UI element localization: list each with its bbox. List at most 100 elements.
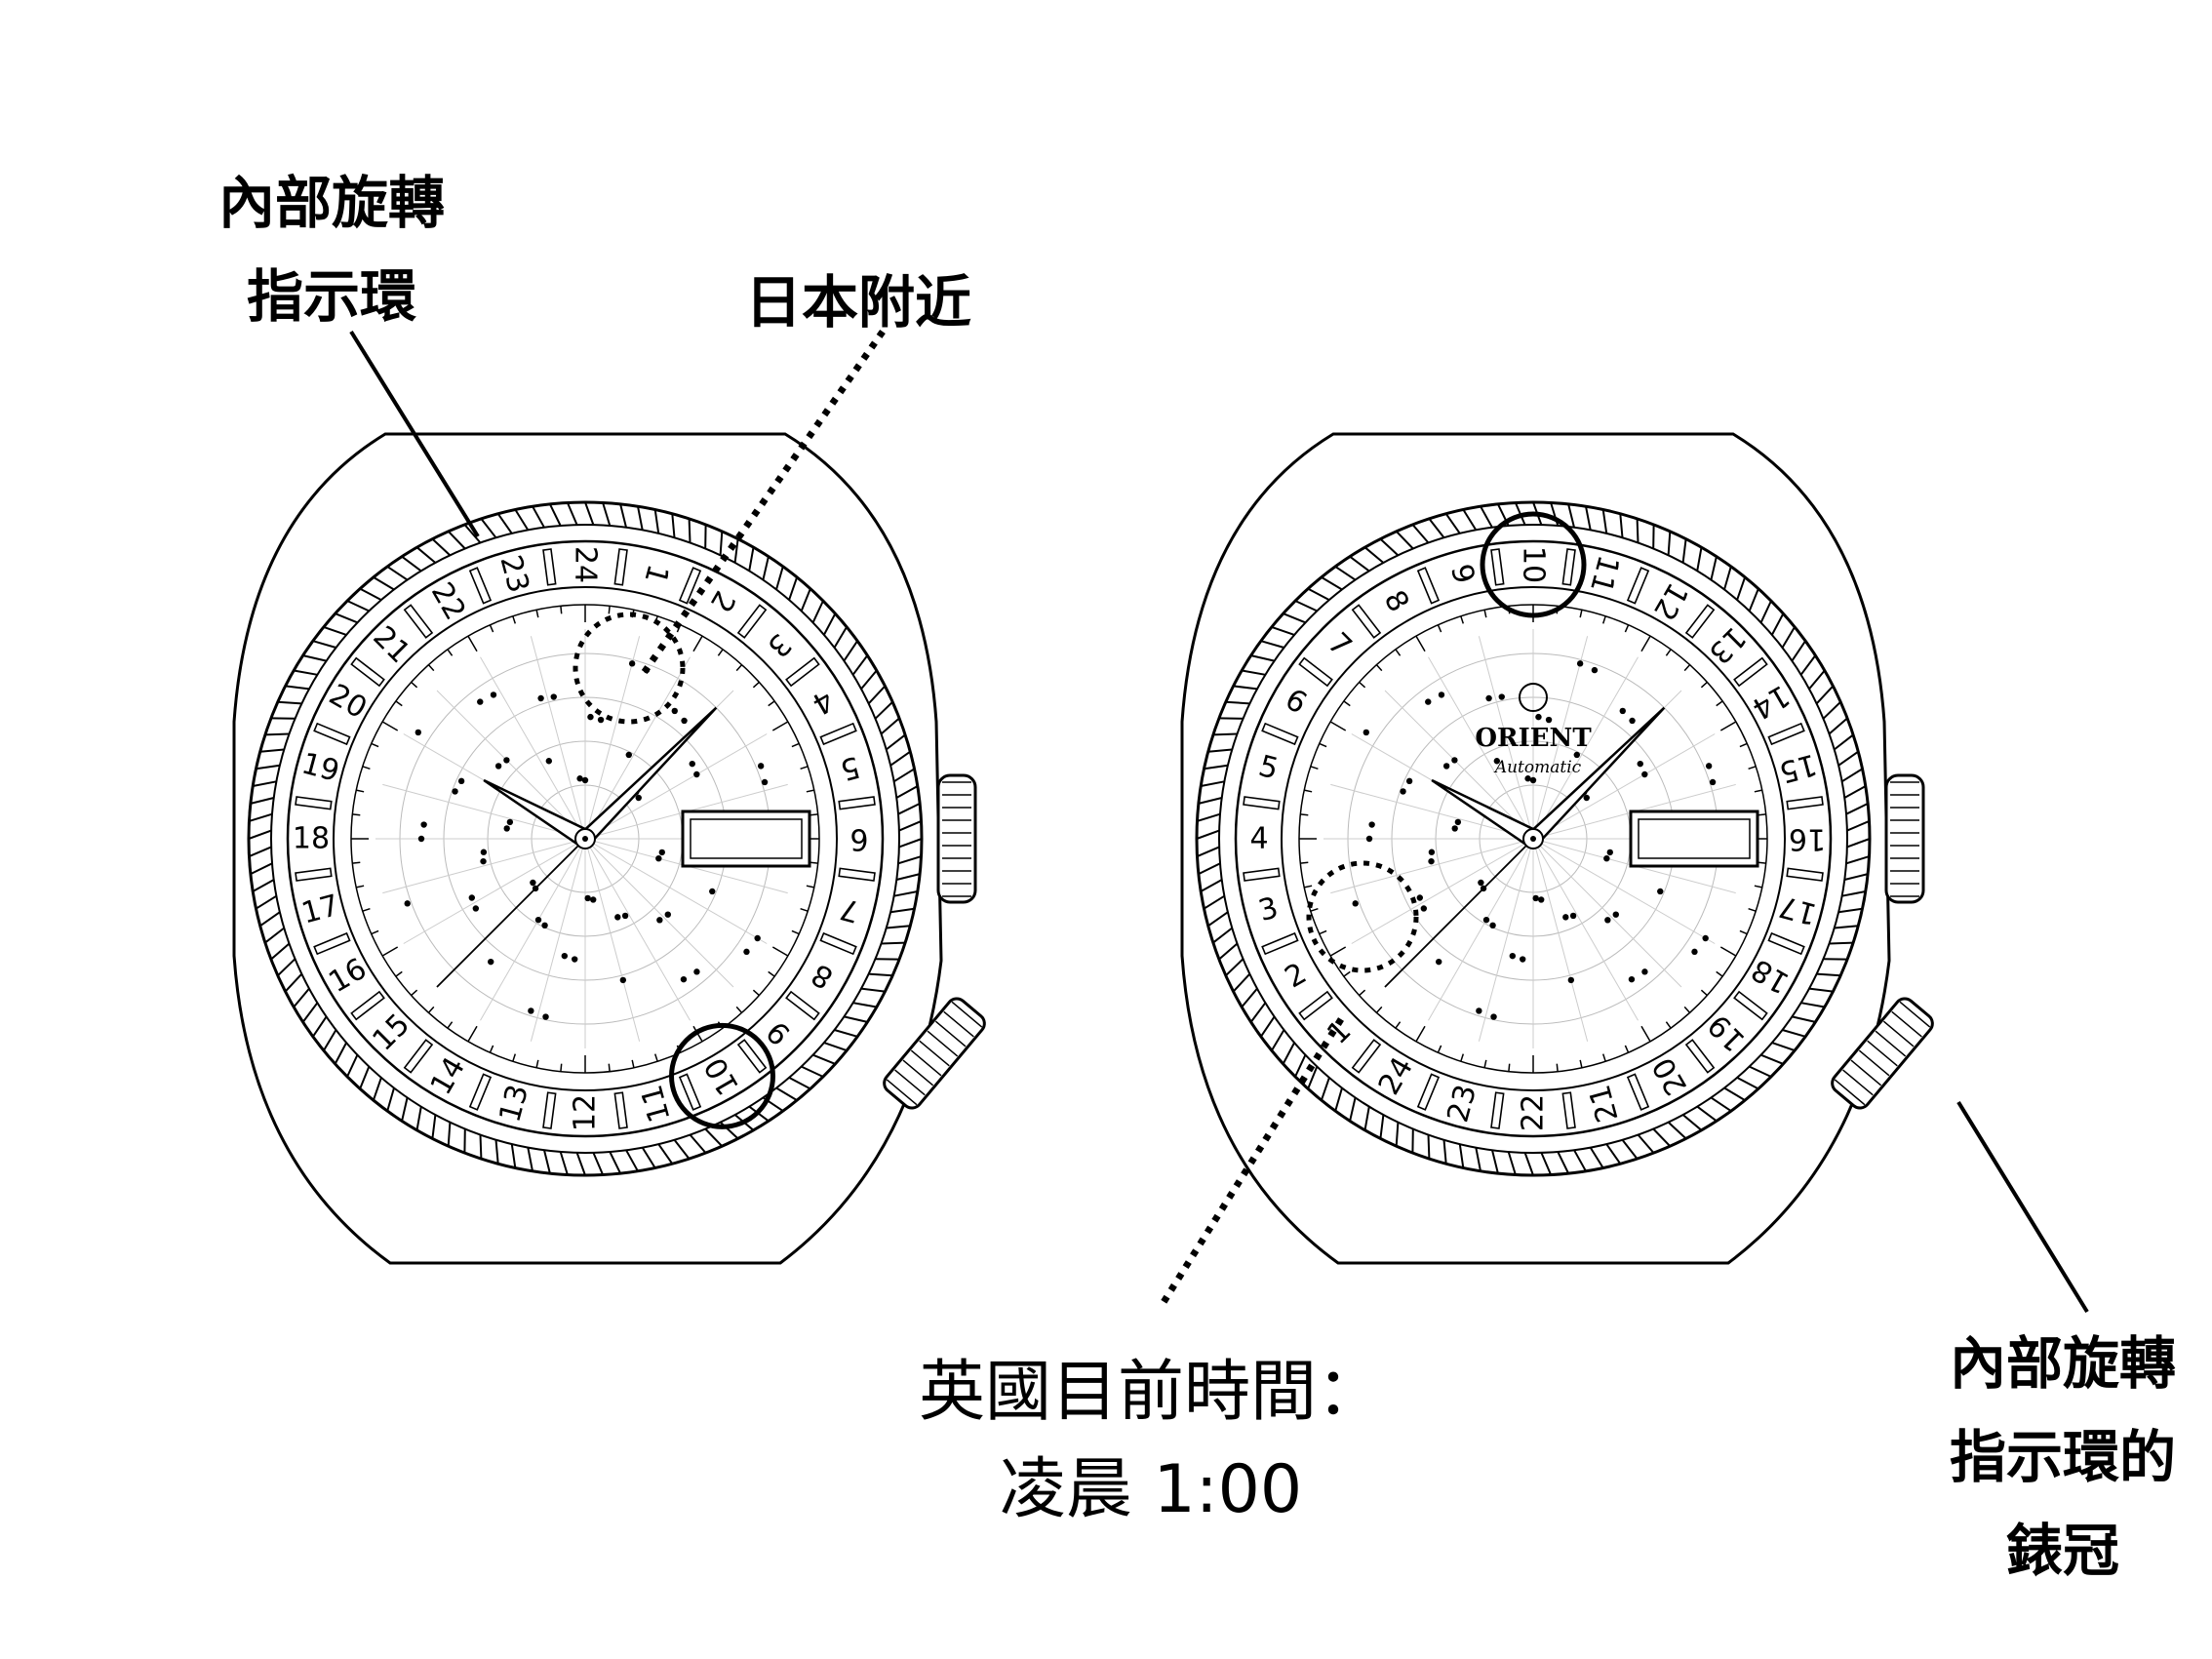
leader-inner-ring xyxy=(349,330,480,538)
leader-uk-time-dotted xyxy=(1158,1017,1344,1309)
city-dot xyxy=(1641,968,1648,975)
city-dot xyxy=(754,934,761,942)
ring-hour-marker xyxy=(736,604,768,639)
ring-hour-number: 21 xyxy=(1583,1081,1626,1126)
label-japan-text: 日本附近 xyxy=(744,269,971,336)
city-dot xyxy=(545,758,553,765)
city-dot xyxy=(452,788,458,795)
ring-hour-marker xyxy=(1351,604,1382,639)
ring-hour-marker xyxy=(295,796,333,810)
city-dot xyxy=(1628,975,1636,983)
inner-crown-knurl xyxy=(902,1059,934,1086)
inner-crown-knurl xyxy=(919,1040,950,1067)
city-dot xyxy=(689,760,695,768)
city-dot xyxy=(1591,666,1599,674)
inner-crown-knurl xyxy=(910,1049,942,1077)
city-dot xyxy=(1702,934,1709,942)
ring-hour-marker xyxy=(1561,548,1576,586)
city-dot xyxy=(1363,729,1369,736)
city-dot xyxy=(417,835,425,843)
ring-hour-number: 17 xyxy=(1775,889,1820,931)
city-dot xyxy=(1573,751,1580,759)
ring-hour-marker xyxy=(350,990,385,1021)
ring-hour-number: 10 xyxy=(1517,546,1551,583)
city-dot xyxy=(1420,905,1428,912)
ring-hour-marker xyxy=(1351,1039,1382,1074)
city-dot xyxy=(621,912,629,920)
ring-hour-marker xyxy=(613,1091,628,1129)
city-dot xyxy=(655,854,662,862)
ring-hour-marker xyxy=(1243,796,1281,810)
leader-japan-dotted xyxy=(641,329,886,676)
second-hand xyxy=(436,838,586,988)
city-dot xyxy=(477,698,484,705)
city-dot xyxy=(1451,757,1458,764)
city-dot xyxy=(1603,854,1610,862)
ring-hour-marker xyxy=(819,722,857,746)
ring-hour-number: 4 xyxy=(1249,822,1268,856)
minute-ticks xyxy=(351,605,819,1073)
ring-hour-number: 7 xyxy=(1321,626,1358,663)
inner-crown-knurl xyxy=(1875,1030,1907,1057)
ring-hour-marker xyxy=(1684,604,1716,639)
ring-hour-marker xyxy=(838,796,876,810)
ring-hour-marker xyxy=(613,548,628,586)
ring-hour-number: 6 xyxy=(1280,683,1313,722)
ring-hour-marker xyxy=(403,604,434,639)
city-dot xyxy=(541,922,548,929)
ring-hour-marker xyxy=(1767,722,1805,746)
inner-crown-knurl xyxy=(1882,1020,1915,1047)
label-near-japan: 日本附近 xyxy=(712,256,1005,349)
city-dot xyxy=(1606,849,1613,856)
highlight-circle xyxy=(669,1022,775,1129)
ring-hour-marker xyxy=(1416,1073,1441,1111)
city-dot xyxy=(625,751,632,759)
leader-lines xyxy=(349,329,2089,1314)
city-dot xyxy=(1519,956,1526,963)
ring-hour-number: 7 xyxy=(837,890,864,928)
ring-hour-number: 15 xyxy=(1775,746,1820,789)
city-dot xyxy=(597,716,605,724)
minute-ticks xyxy=(1299,605,1767,1073)
ring-hour-number: 13 xyxy=(1702,619,1753,670)
ring-hour-marker xyxy=(736,1039,768,1074)
city-dot xyxy=(664,911,671,918)
inner-crown-knurl xyxy=(886,1079,918,1106)
city-dot xyxy=(680,975,688,983)
label-inner-rotating-ring: 內部旋轉 指示環 xyxy=(185,156,478,343)
ring-hour-marker xyxy=(403,1039,434,1074)
inner-crown-knurl xyxy=(1891,1010,1922,1038)
city-dot xyxy=(537,694,544,702)
inner-ring-outer xyxy=(286,539,885,1138)
city-dot xyxy=(457,777,465,785)
city-dot xyxy=(1352,900,1359,907)
ring-hour-marker xyxy=(1261,931,1299,956)
city-dot xyxy=(1532,894,1539,902)
ring-hour-marker xyxy=(1733,656,1768,688)
city-dot xyxy=(1498,693,1505,700)
city-dot xyxy=(635,794,642,802)
city-dot xyxy=(530,879,536,887)
ring-hour-marker xyxy=(295,867,333,882)
brand-crest-icon xyxy=(1519,683,1548,712)
ring-hour-marker xyxy=(350,656,385,688)
ring-hour-number: 13 xyxy=(493,1081,535,1126)
city-dot xyxy=(1489,922,1496,929)
bezel-serrations xyxy=(248,501,923,1176)
city-dot xyxy=(1405,777,1413,785)
city-dot xyxy=(561,952,569,960)
inner-ring-crown xyxy=(1831,997,1934,1110)
inner-crown-knurl xyxy=(934,1020,967,1047)
ring-hour-number: 23 xyxy=(1441,1081,1483,1126)
city-dot xyxy=(542,1013,549,1020)
ring-hour-number: 11 xyxy=(1583,552,1626,597)
ring-hour-number: 5 xyxy=(1255,749,1283,787)
ring-hour-marker xyxy=(1243,867,1281,882)
inner-crown-knurl xyxy=(927,1030,959,1057)
ring-hour-marker xyxy=(1786,796,1824,810)
city-dot xyxy=(1476,1007,1482,1014)
city-dot xyxy=(1709,778,1717,786)
city-dot xyxy=(468,894,476,901)
ring-hour-marker xyxy=(838,867,876,882)
